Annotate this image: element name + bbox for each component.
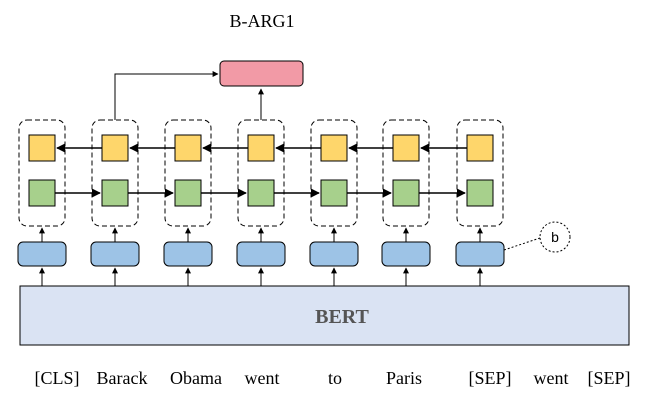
bilstm-columns	[17, 119, 505, 286]
token-label: Obama	[170, 368, 222, 388]
annotation-circle	[539, 221, 571, 253]
forward-state-box	[466, 179, 494, 207]
bilstm-cell-container	[164, 119, 212, 227]
output-box	[219, 60, 304, 87]
forward-state-box	[28, 179, 56, 207]
embedding-box	[90, 241, 140, 267]
embedding-box	[309, 241, 359, 267]
bilstm-cell-container	[382, 119, 430, 227]
annotation-label: b	[551, 229, 559, 245]
embedding-box	[236, 241, 286, 267]
bilstm-cell-container	[18, 119, 66, 227]
forward-state-box	[320, 179, 348, 207]
backward-state-box	[28, 134, 56, 162]
bert-encoder-box	[19, 285, 630, 346]
bert-label: BERT	[315, 306, 369, 328]
token-label: went	[245, 368, 280, 388]
backward-state-box	[392, 134, 420, 162]
backward-state-box	[247, 134, 275, 162]
bilstm-cell-container	[456, 119, 504, 227]
forward-state-box	[174, 179, 202, 207]
bilstm-cell-container	[91, 119, 139, 227]
token-label: went	[534, 368, 569, 388]
token-label: [CLS]	[35, 368, 80, 388]
annotation-connector	[503, 237, 541, 251]
forward-state-box	[392, 179, 420, 207]
embedding-box	[381, 241, 431, 267]
token-row: [CLS] Barack Obama went to Paris [SEP] went [SEP…	[35, 368, 631, 388]
embedding-box	[17, 241, 67, 267]
backward-state-box	[320, 134, 348, 162]
backward-state-box	[101, 134, 129, 162]
forward-state-box	[101, 179, 129, 207]
cls-to-output-arrow	[114, 71, 219, 120]
token-label: [SEP]	[468, 368, 511, 388]
backward-state-box	[174, 134, 202, 162]
embedding-box	[455, 241, 505, 267]
forward-state-box	[247, 179, 275, 207]
bilstm-cell-container	[310, 119, 358, 227]
token-label: [SEP]	[587, 368, 630, 388]
output-label: B-ARG1	[229, 11, 294, 31]
embedding-box	[163, 241, 213, 267]
backward-state-box	[466, 134, 494, 162]
bilstm-cell-container	[237, 119, 285, 227]
token-label: Paris	[386, 368, 422, 388]
token-label: to	[328, 368, 342, 388]
token-label: Barack	[97, 368, 148, 388]
